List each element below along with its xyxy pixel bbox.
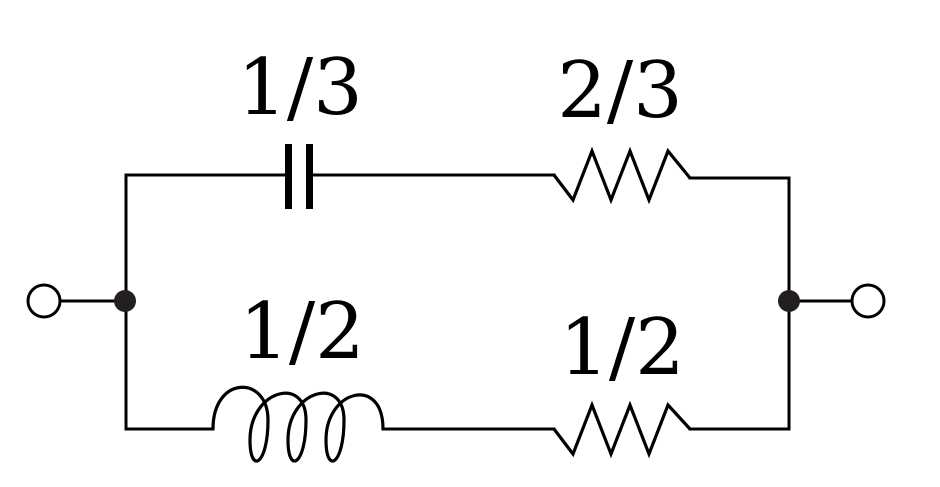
lower-left-wire: [124, 299, 215, 431]
terminal-right: [850, 283, 886, 319]
capacitor-plate-left: [285, 144, 292, 209]
upper-left-wire: [124, 173, 290, 303]
inductor: [211, 385, 385, 463]
terminal-left: [26, 283, 62, 319]
junction-left: [114, 290, 136, 312]
inductor-label: 1/2: [239, 287, 365, 377]
resistor-upper-label: 2/3: [557, 46, 683, 136]
resistor-upper: [552, 146, 692, 205]
lower-right-wire: [688, 299, 791, 431]
capacitor-plate-right: [306, 144, 313, 209]
capacitor-label: 1/3: [237, 43, 363, 133]
capacitor: [285, 144, 313, 209]
resistor-lower: [552, 400, 692, 459]
resistor-lower-label: 1/2: [559, 303, 685, 393]
junction-right: [778, 290, 800, 312]
upper-right-wire: [688, 176, 791, 303]
